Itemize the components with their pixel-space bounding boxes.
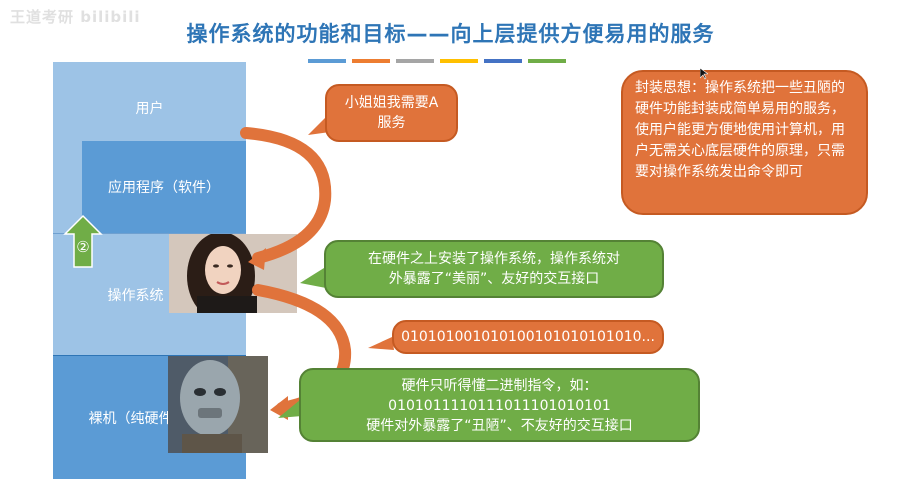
layer-application-label: 应用程序（软件） — [108, 180, 220, 196]
deco-bar — [484, 59, 522, 63]
callout-user-need-line2: 服务 — [377, 115, 406, 131]
layer-os-label: 操作系统 — [107, 288, 164, 304]
callout-os-interface: 在硬件之上安装了操作系统，操作系统对 外暴露了“美丽”、友好的交互接口 — [324, 240, 664, 298]
layer-application: 应用程序（软件） — [82, 141, 246, 233]
callout-hw-line3: 硬件对外暴露了“丑陋”、不友好的交互接口 — [366, 418, 633, 434]
slide-title: 操作系统的功能和目标——向上层提供方便易用的服务 — [186, 22, 715, 46]
callout-hw-line2: 0101011110111011101010101 — [388, 398, 611, 414]
deco-bar — [352, 59, 390, 63]
callout-os-line1: 在硬件之上安装了操作系统，操作系统对 — [368, 251, 620, 267]
callout-binary-text: 010101001010100101010101010... — [401, 329, 655, 345]
callout-user-need: 小姐姐我需要A 服务 — [325, 84, 458, 142]
alien-photo — [168, 356, 268, 453]
layer-hardware-label: 裸机（纯硬件） — [88, 410, 187, 427]
callout-binary: 010101001010100101010101010... — [392, 320, 664, 354]
title-decoration — [308, 59, 566, 63]
callout-encapsulation: 封装思想：操作系统把一些丑陋的硬件功能封装成简单易用的服务，使用户能更方便地使用… — [621, 70, 868, 215]
step-marker: ② — [76, 238, 90, 256]
up-arrow-icon — [63, 214, 103, 268]
deco-bar — [308, 59, 346, 63]
watermark: 王道考研 bilibili — [10, 8, 141, 26]
callout-hw-line1: 硬件只听得懂二进制指令，如： — [401, 378, 598, 394]
callout-encapsulation-text: 封装思想：操作系统把一些丑陋的硬件功能封装成简单易用的服务，使用户能更方便地使用… — [635, 80, 845, 180]
layer-user-label: 用户 — [135, 101, 164, 117]
callout-os-line2: 外暴露了“美丽”、友好的交互接口 — [388, 271, 600, 287]
callout-user-need-line1: 小姐姐我需要A — [344, 95, 439, 111]
deco-bar — [396, 59, 434, 63]
callout-hardware-interface: 硬件只听得懂二进制指令，如： 0101011110111011101010101… — [299, 368, 700, 442]
mouse-cursor-icon — [700, 68, 708, 80]
deco-bar — [440, 59, 478, 63]
deco-bar — [528, 59, 566, 63]
